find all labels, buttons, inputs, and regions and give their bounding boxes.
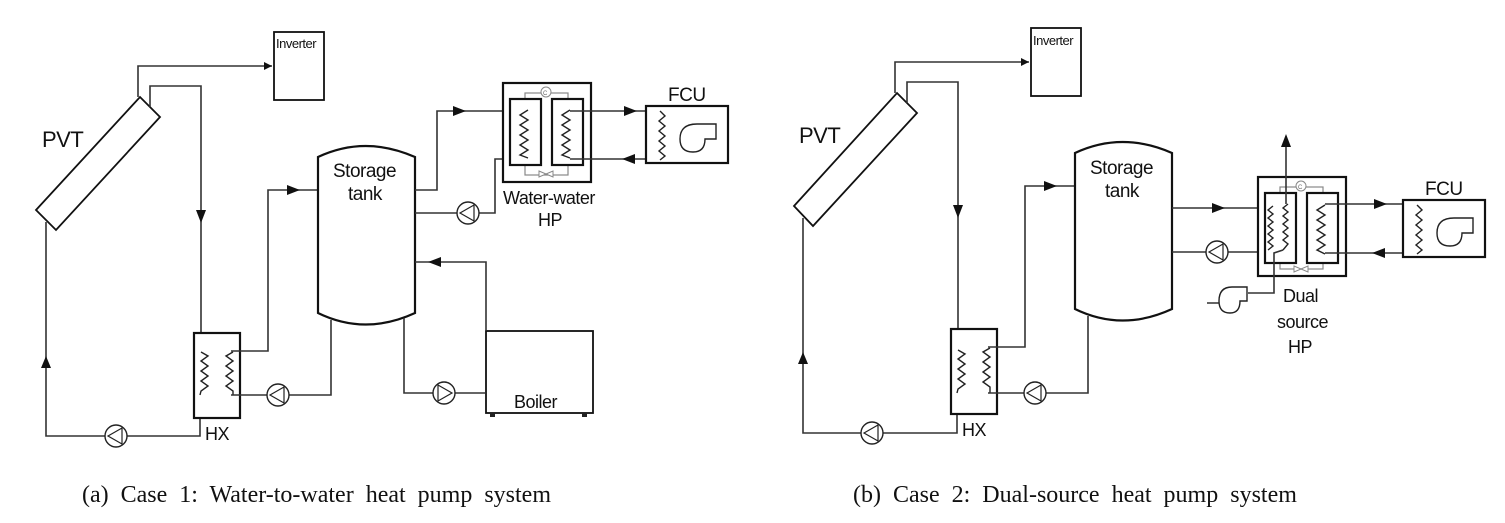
hp-label-1: Water-water bbox=[503, 188, 595, 208]
fan-coil-unit-a: FCU bbox=[644, 85, 730, 165]
electric-line-a bbox=[137, 65, 272, 97]
arrow-left-icon bbox=[622, 154, 635, 164]
pipe-pvt-to-hx-a bbox=[149, 85, 202, 352]
inverter-label: Inverter bbox=[1033, 33, 1074, 48]
panel-b: Inverter PVT HX Storage tank bbox=[792, 27, 1487, 445]
arrow-up-icon bbox=[798, 352, 808, 364]
arrow-icon bbox=[1021, 58, 1029, 66]
caption-b: (b) Case 2: Dual-source heat pump system bbox=[853, 482, 1297, 508]
pipe-tank-to-boiler-a bbox=[403, 318, 485, 394]
fan-coil-unit-b: FCU bbox=[1401, 179, 1487, 259]
pvt-label: PVT bbox=[42, 127, 83, 152]
air-inlet-line-b bbox=[1248, 249, 1284, 294]
caption-a: (a) Case 1: Water-to-water heat pump sys… bbox=[82, 482, 551, 508]
panel-a: Inverter PVT HX S bbox=[34, 31, 730, 448]
fcu-label: FCU bbox=[1425, 179, 1463, 200]
compressor-label: C bbox=[543, 91, 548, 97]
hp-label-3: HP bbox=[1288, 337, 1312, 357]
pvt-label: PVT bbox=[799, 123, 840, 148]
arrow-right-icon bbox=[624, 106, 637, 116]
pipe-boiler-to-tank-a bbox=[415, 261, 487, 330]
storage-label-1: Storage bbox=[333, 161, 396, 182]
storage-label-2: tank bbox=[1105, 181, 1140, 202]
arrow-left-icon bbox=[1372, 248, 1385, 258]
heat-exchanger-b: HX bbox=[949, 327, 999, 440]
pipe-tank-to-hp-a bbox=[415, 110, 520, 191]
inverter-label: Inverter bbox=[276, 36, 317, 51]
fcu-label: FCU bbox=[668, 85, 706, 106]
dual-source-heat-pump-b: C Dual source HP bbox=[1256, 175, 1348, 357]
arrow-right-icon bbox=[1374, 199, 1387, 209]
pipe-hx-to-tank-b bbox=[988, 185, 1075, 348]
storage-label-2: tank bbox=[348, 184, 383, 205]
inverter-a: Inverter bbox=[273, 31, 325, 101]
arrow-down-icon bbox=[196, 210, 206, 223]
pipe-tank-to-hx-b bbox=[988, 316, 1089, 394]
inverter-b: Inverter bbox=[1030, 27, 1082, 97]
arrow-up-icon bbox=[41, 356, 51, 368]
arrow-right-icon bbox=[453, 106, 466, 116]
pipe-hx-to-pvt-a bbox=[45, 222, 201, 437]
arrow-left-icon bbox=[428, 257, 441, 267]
arrow-right-icon bbox=[1212, 203, 1225, 213]
pipe-tank-to-hx-a bbox=[231, 320, 332, 396]
pipe-hx-to-pvt-b bbox=[802, 218, 958, 434]
storage-label-1: Storage bbox=[1090, 158, 1153, 179]
storage-tank-a: Storage tank bbox=[316, 144, 417, 326]
arrow-down-icon bbox=[953, 205, 963, 218]
fan-icon bbox=[1218, 286, 1248, 314]
arrow-right-icon bbox=[1044, 181, 1057, 191]
hp-label-2: HP bbox=[538, 210, 562, 230]
pipe-pvt-to-hx-b bbox=[906, 81, 959, 350]
pvt-collector-a: PVT bbox=[34, 95, 162, 232]
electric-line-b bbox=[894, 61, 1029, 93]
water-water-heat-pump-a: C Water-water HP bbox=[501, 81, 596, 230]
pvt-collector-b: PVT bbox=[792, 91, 919, 228]
storage-tank-b: Storage tank bbox=[1073, 140, 1174, 322]
compressor-label: C bbox=[1298, 185, 1303, 191]
hx-label: HX bbox=[962, 420, 986, 440]
arrow-icon bbox=[264, 62, 272, 70]
hx-label: HX bbox=[205, 424, 229, 444]
arrow-up-icon bbox=[1281, 134, 1291, 147]
hp-label-1: Dual bbox=[1283, 286, 1318, 306]
boiler-label: Boiler bbox=[514, 392, 558, 412]
pipe-hx-to-tank-a bbox=[231, 189, 318, 352]
hp-label-2: source bbox=[1277, 312, 1329, 332]
heat-exchanger-a: HX bbox=[192, 331, 242, 444]
boiler-a: Boiler bbox=[485, 330, 594, 417]
arrow-right-icon bbox=[287, 185, 300, 195]
